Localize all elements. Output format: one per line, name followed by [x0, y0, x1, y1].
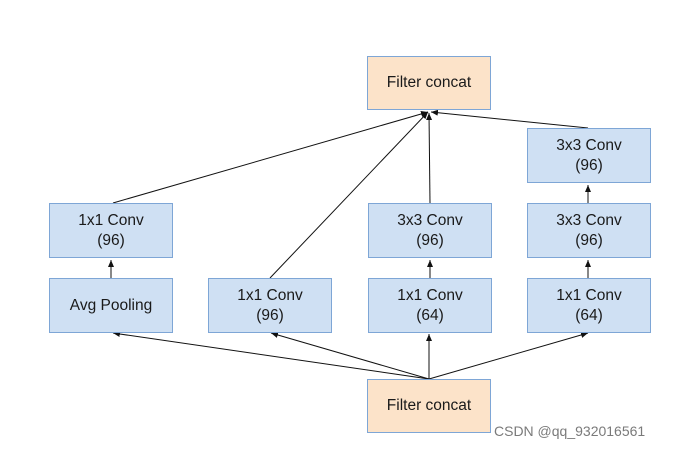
edge-input-to-avg-pooling: [112, 331, 430, 380]
branch2-conv-1x1-filters: (96): [256, 306, 284, 324]
branch3-conv-3x3-type: 3x3 Conv: [397, 211, 463, 229]
edge-input-to-branch4-conv: [428, 332, 589, 380]
filter-concat-input: Filter concat: [367, 379, 491, 433]
branch4-conv-3x3-middle-filters: (96): [575, 231, 603, 249]
branch3-conv-1x1-type: 1x1 Conv: [397, 286, 463, 304]
filter-concat-output: Filter concat: [367, 56, 491, 110]
branch1-avg-pooling: Avg Pooling: [49, 278, 173, 333]
watermark: CSDN @qq_932016561: [494, 423, 646, 439]
filter-concat-input-label: Filter concat: [386, 397, 472, 414]
branch4-conv-1x1-filters: (64): [575, 306, 603, 324]
branch1-avg-pooling-label: Avg Pooling: [69, 296, 153, 314]
edge-branch2-to-output: [269, 111, 429, 279]
edge-input-to-branch2-conv: [270, 332, 430, 380]
branch1-conv-1x1: 1x1 Conv (96): [49, 203, 173, 258]
branch4-conv-3x3-middle-type: 3x3 Conv: [556, 211, 622, 229]
edge-branch4-to-output: [430, 109, 589, 129]
filter-concat-output-label: Filter concat: [386, 74, 472, 91]
edge-branch3-to-output: [426, 112, 433, 204]
branch4-conv-1x1-type: 1x1 Conv: [556, 286, 622, 304]
branch1-conv-1x1-filters: (96): [97, 231, 125, 249]
branch3-conv-3x3-filters: (96): [416, 231, 444, 249]
branch2-conv-1x1-type: 1x1 Conv: [237, 286, 303, 304]
edge-branch1-to-output: [112, 111, 429, 204]
branch4-conv-1x1: 1x1 Conv (64): [527, 278, 651, 333]
branch3-conv-1x1: 1x1 Conv (64): [368, 278, 492, 333]
branch1-conv-1x1-type: 1x1 Conv: [78, 211, 144, 229]
branch3-conv-3x3: 3x3 Conv (96): [368, 203, 492, 258]
branch2-conv-1x1: 1x1 Conv (96): [208, 278, 332, 333]
branch4-conv-3x3-top-type: 3x3 Conv: [556, 136, 622, 154]
branch4-conv-3x3-top-filters: (96): [575, 156, 603, 174]
branch4-conv-3x3-middle: 3x3 Conv (96): [527, 203, 651, 258]
branch4-conv-3x3-top: 3x3 Conv (96): [527, 128, 651, 183]
branch3-conv-1x1-filters: (64): [416, 306, 444, 324]
